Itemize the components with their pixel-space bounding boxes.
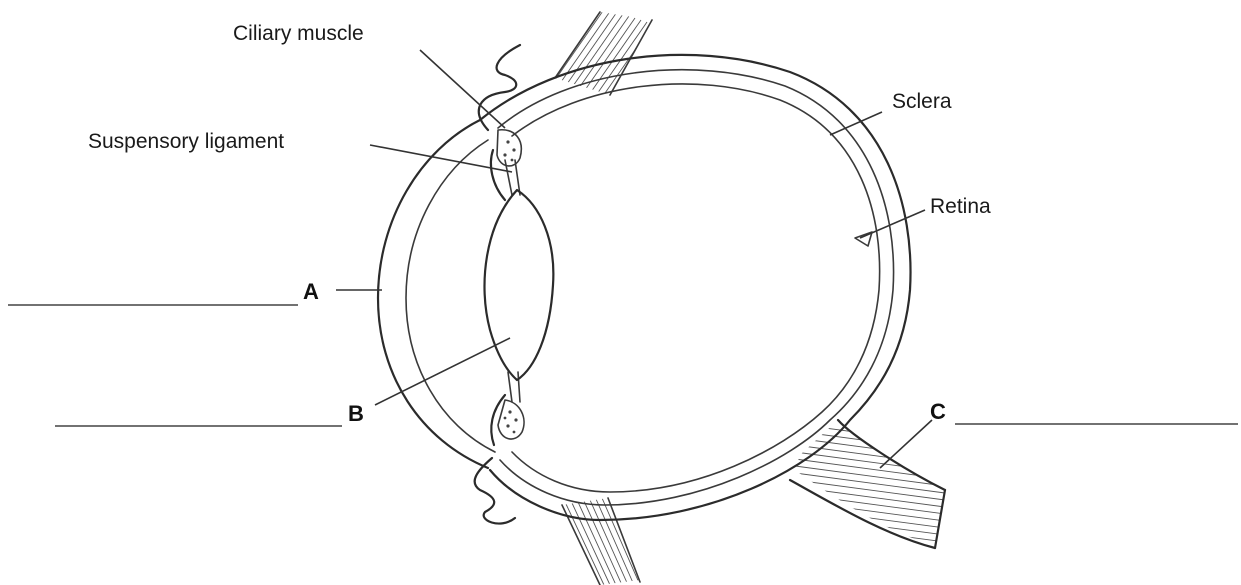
lower-eyelid [475,458,515,524]
lower-eye-muscle [560,498,640,585]
ciliary-body-lower [498,400,524,439]
leader-retina [860,210,925,238]
upper-eye-muscle [555,8,653,96]
sclera-outer [480,55,911,520]
optic-nerve [790,420,945,548]
letter-c: C [930,399,946,424]
ciliary-body-upper [497,130,521,166]
iris-lower [491,395,505,445]
label-ciliary-muscle: Ciliary muscle [233,22,364,45]
letter-a: A [303,279,319,304]
label-sclera: Sclera [892,90,952,113]
choroid [498,70,894,505]
cornea-inner [406,140,495,452]
leader-c [880,420,932,468]
label-suspensory-ligament: Suspensory ligament [88,130,284,153]
leader-ciliary-muscle [420,50,505,128]
retina-layer [512,84,880,492]
leader-b [375,338,510,405]
label-retina: Retina [930,195,991,218]
letter-b: B [348,401,364,426]
lens [484,190,553,380]
cornea [378,120,488,468]
